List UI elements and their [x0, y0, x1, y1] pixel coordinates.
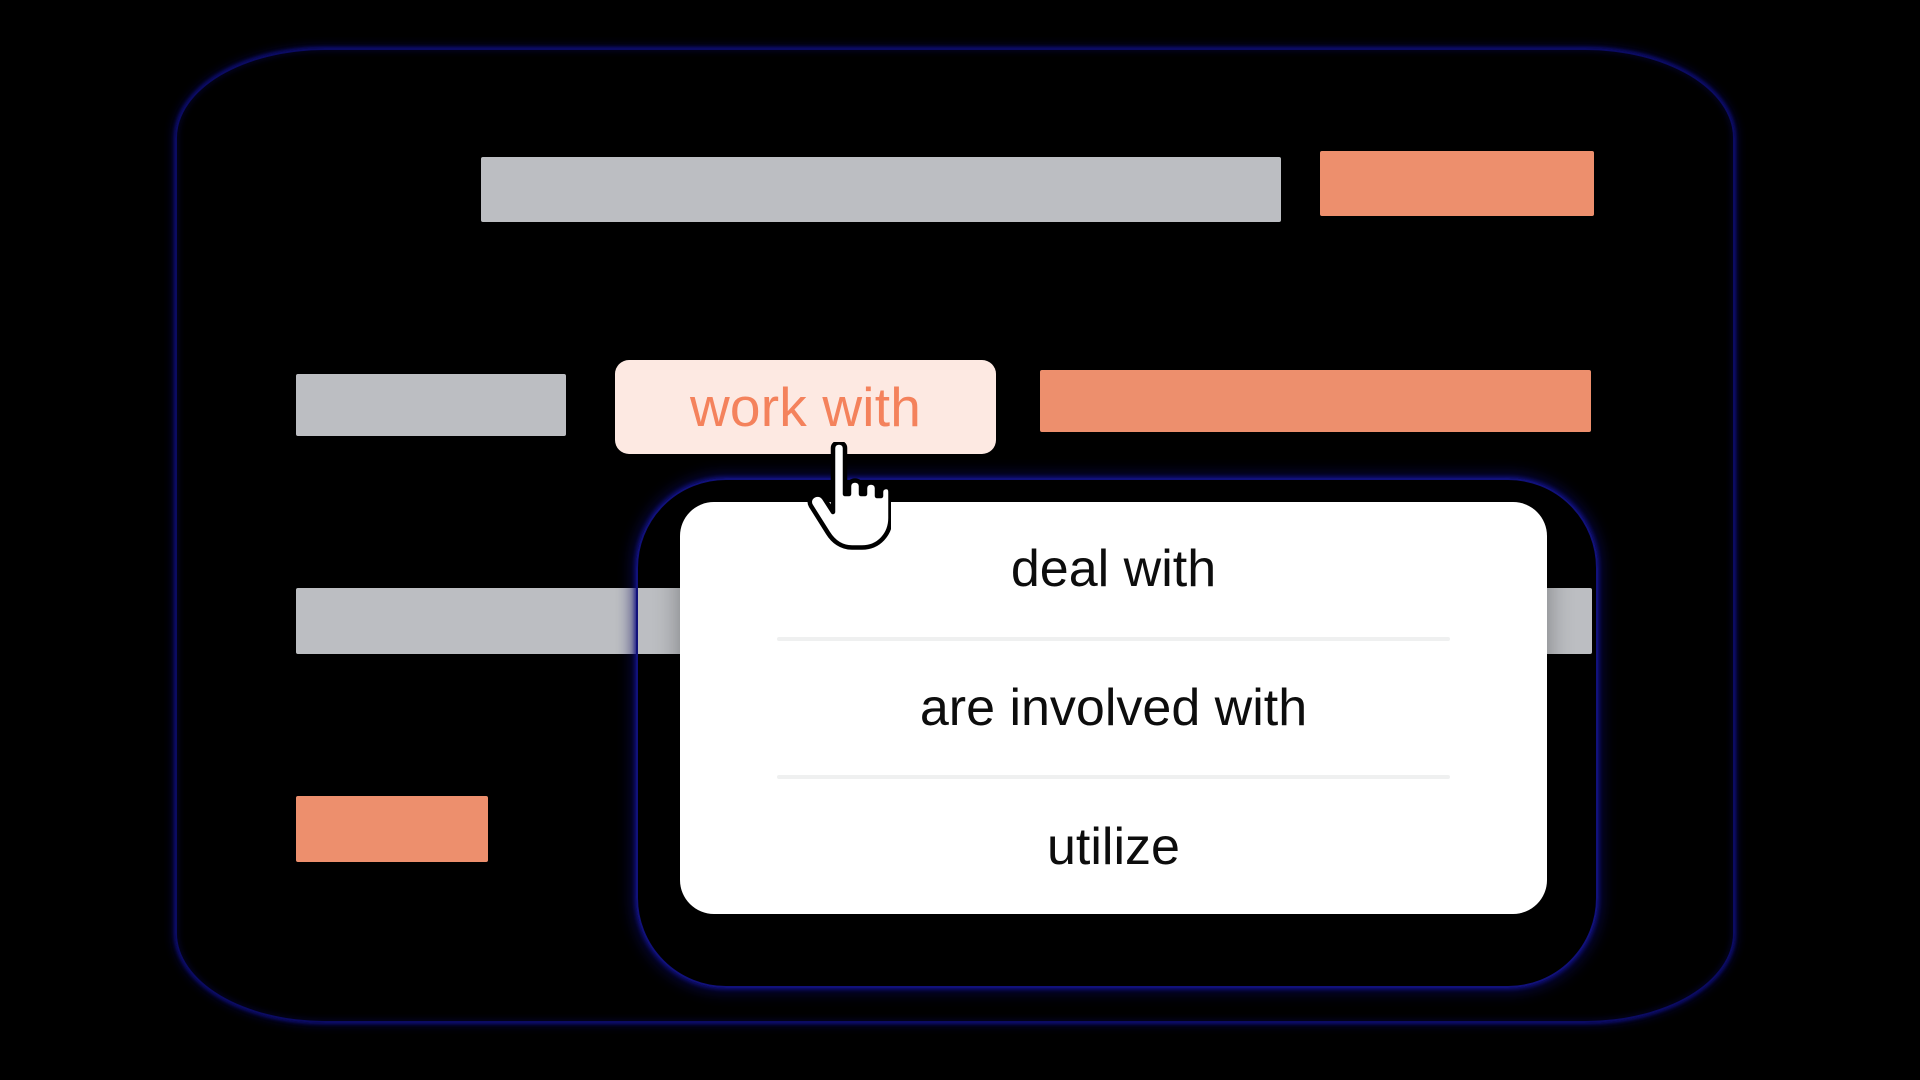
selected-term-label: work with [689, 375, 921, 438]
suggestion-item-are-involved-with[interactable]: are involved with [919, 679, 1308, 737]
suggestion-divider-1 [777, 636, 1450, 641]
suggestion-item-utilize[interactable]: utilize [1047, 817, 1180, 876]
suggestions-popup: deal with are involved with utilize [680, 502, 1547, 914]
row3-gray-bar-right [1545, 588, 1592, 654]
row4-orange-bar [296, 796, 488, 862]
suggestion-divider-2 [777, 775, 1450, 780]
row1-gray-bar [481, 157, 1281, 222]
row3-gray-bar-left [296, 588, 682, 654]
selected-term-chip[interactable]: work with [615, 360, 996, 454]
row2-gray-bar [296, 374, 566, 436]
suggestion-item-deal-with[interactable]: deal with [1010, 540, 1217, 599]
row1-orange-bar [1320, 151, 1594, 216]
row2-orange-bar [1040, 370, 1591, 432]
